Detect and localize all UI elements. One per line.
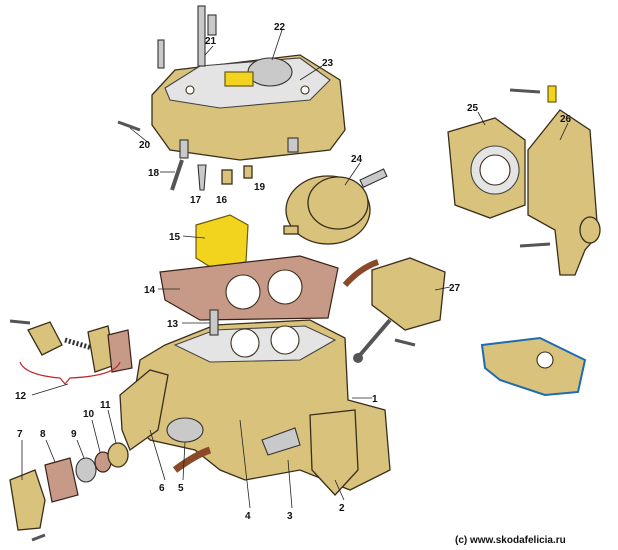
part-12-assembly	[9, 319, 133, 385]
label-13: 13	[167, 319, 179, 330]
label-25: 25	[467, 103, 479, 114]
needle-17	[197, 164, 207, 191]
label-14: 14	[144, 285, 156, 296]
label-2: 2	[339, 503, 345, 514]
label-5: 5	[178, 483, 184, 494]
jet-19	[243, 165, 253, 179]
label-9: 9	[71, 429, 77, 440]
part-27	[353, 257, 446, 363]
screw-18	[170, 159, 184, 191]
label-19: 19	[254, 182, 266, 193]
hose	[342, 259, 380, 288]
jet-16	[221, 169, 233, 185]
label-7: 7	[17, 429, 23, 440]
part-7-11	[9, 442, 129, 542]
pin-20	[117, 120, 141, 132]
label-17: 17	[190, 195, 202, 206]
screw-21	[197, 5, 206, 67]
label-10: 10	[83, 409, 95, 420]
part-right	[480, 336, 587, 397]
leader-lines	[21, 29, 569, 509]
label-6: 6	[159, 483, 165, 494]
label-27: 27	[449, 283, 461, 294]
screw	[157, 39, 165, 69]
gasket-14	[159, 255, 339, 321]
top-cover	[151, 54, 346, 161]
label-11: 11	[100, 400, 111, 411]
vacuum-unit-24	[283, 168, 388, 245]
label-4: 4	[245, 511, 251, 522]
label-12: 12	[15, 391, 27, 402]
label-23: 23	[322, 58, 334, 69]
label-3: 3	[287, 511, 293, 522]
label-15: 15	[169, 232, 181, 243]
label-1: 1	[372, 394, 378, 405]
label-8: 8	[40, 429, 46, 440]
label-20: 20	[139, 140, 151, 151]
label-16: 16	[216, 195, 228, 206]
part-25	[447, 88, 541, 219]
label-18: 18	[148, 168, 160, 179]
label-26: 26	[560, 114, 572, 125]
part-26	[519, 85, 601, 276]
label-22: 22	[274, 22, 286, 33]
part-labels: 1 2 3 4 5 6 7 8 9 10 11 12 13 14 15 16 1…	[15, 22, 572, 522]
part-15	[195, 214, 249, 269]
fitting	[207, 14, 217, 36]
label-24: 24	[351, 154, 363, 165]
label-21: 21	[205, 36, 217, 47]
carburetor-body	[119, 309, 391, 496]
copyright-text: (c) www.skodafelicia.ru	[455, 535, 566, 546]
